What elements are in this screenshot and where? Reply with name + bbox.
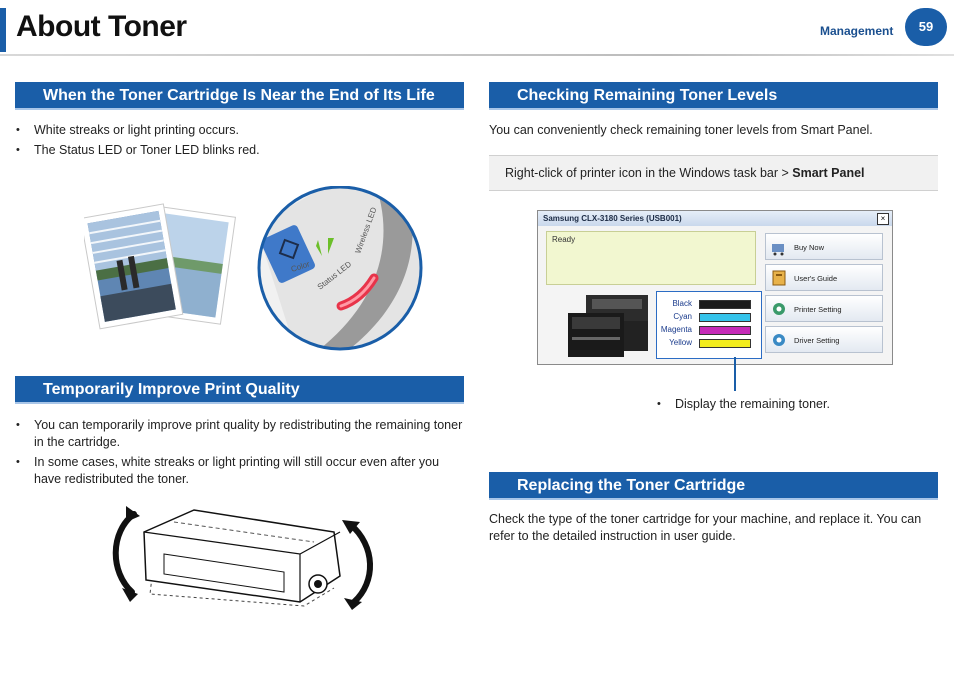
shopping-cart-icon bbox=[772, 244, 784, 256]
smart-panel-tip: Right-click of printer icon in the Windo… bbox=[489, 155, 938, 191]
list-item: The Status LED or Toner LED blinks red. bbox=[16, 142, 456, 159]
toner-name: Yellow bbox=[669, 338, 692, 347]
faded-print-illustration bbox=[84, 203, 236, 330]
toner-row: Yellow bbox=[659, 337, 759, 349]
toner-name: Black bbox=[672, 299, 692, 308]
button-label: Driver Setting bbox=[794, 336, 840, 345]
heading-replace-cartridge: Replacing the Toner Cartridge bbox=[489, 472, 938, 500]
heading-end-of-life: When the Toner Cartridge Is Near the End… bbox=[15, 82, 464, 110]
replace-cartridge-body: Check the type of the toner cartridge fo… bbox=[489, 512, 922, 543]
improve-quality-bullets: You can temporarily improve print qualit… bbox=[16, 417, 468, 491]
callout-line bbox=[734, 357, 736, 391]
list-item: In some cases, white streaks or light pr… bbox=[16, 454, 468, 488]
toner-caption: Display the remaining toner. bbox=[657, 396, 917, 416]
toner-levels-box: Black Cyan Magenta Yellow bbox=[656, 291, 762, 359]
header-rule bbox=[0, 54, 954, 56]
toner-row: Cyan bbox=[659, 311, 759, 323]
tip-text: Right-click of printer icon in the Windo… bbox=[505, 166, 793, 180]
button-label: Buy Now bbox=[794, 243, 825, 252]
users-guide-button[interactable]: User's Guide bbox=[765, 264, 883, 291]
page-number: 59 bbox=[905, 8, 947, 46]
button-label: User's Guide bbox=[794, 274, 838, 283]
toner-name: Magenta bbox=[660, 325, 692, 334]
status-display: Ready bbox=[546, 231, 756, 285]
end-of-life-bullets: White streaks or light printing occurs. … bbox=[16, 122, 456, 162]
toner-level-bar bbox=[699, 339, 751, 348]
tip-bold: Smart Panel bbox=[792, 166, 865, 180]
button-label: Printer Setting bbox=[794, 305, 842, 314]
status-led-illustration: Color Status LED Wireless LED bbox=[257, 186, 423, 351]
gear-icon bbox=[773, 334, 785, 346]
heading-improve-quality: Temporarily Improve Print Quality bbox=[15, 376, 464, 404]
toner-level-bar bbox=[699, 313, 751, 322]
window-title: Samsung CLX-3180 Series (USB001) bbox=[538, 211, 892, 226]
toner-row: Magenta bbox=[659, 324, 759, 336]
toner-level-bar bbox=[699, 300, 751, 309]
book-icon bbox=[772, 270, 786, 286]
gear-icon bbox=[773, 303, 785, 315]
heading-check-levels: Checking Remaining Toner Levels bbox=[489, 82, 938, 110]
list-item: Display the remaining toner. bbox=[657, 396, 917, 413]
printer-setting-button[interactable]: Printer Setting bbox=[765, 295, 883, 322]
check-levels-intro: You can conveniently check remaining ton… bbox=[489, 123, 873, 137]
close-icon[interactable]: × bbox=[877, 213, 889, 225]
toner-cartridge-shake-illustration bbox=[112, 506, 373, 610]
toner-level-bar bbox=[699, 326, 751, 335]
toner-name: Cyan bbox=[673, 312, 692, 321]
page-title: About Toner bbox=[16, 10, 187, 43]
title-accent-bar bbox=[0, 8, 6, 52]
list-item: White streaks or light printing occurs. bbox=[16, 122, 456, 139]
driver-setting-button[interactable]: Driver Setting bbox=[765, 326, 883, 353]
list-item: You can temporarily improve print qualit… bbox=[16, 417, 468, 451]
smart-panel-window: Samsung CLX-3180 Series (USB001) × Ready… bbox=[537, 210, 893, 365]
printer-icon bbox=[568, 295, 648, 357]
buy-now-button[interactable]: Buy Now bbox=[765, 233, 883, 260]
section-label: Management bbox=[820, 24, 894, 38]
toner-row: Black bbox=[659, 298, 759, 310]
